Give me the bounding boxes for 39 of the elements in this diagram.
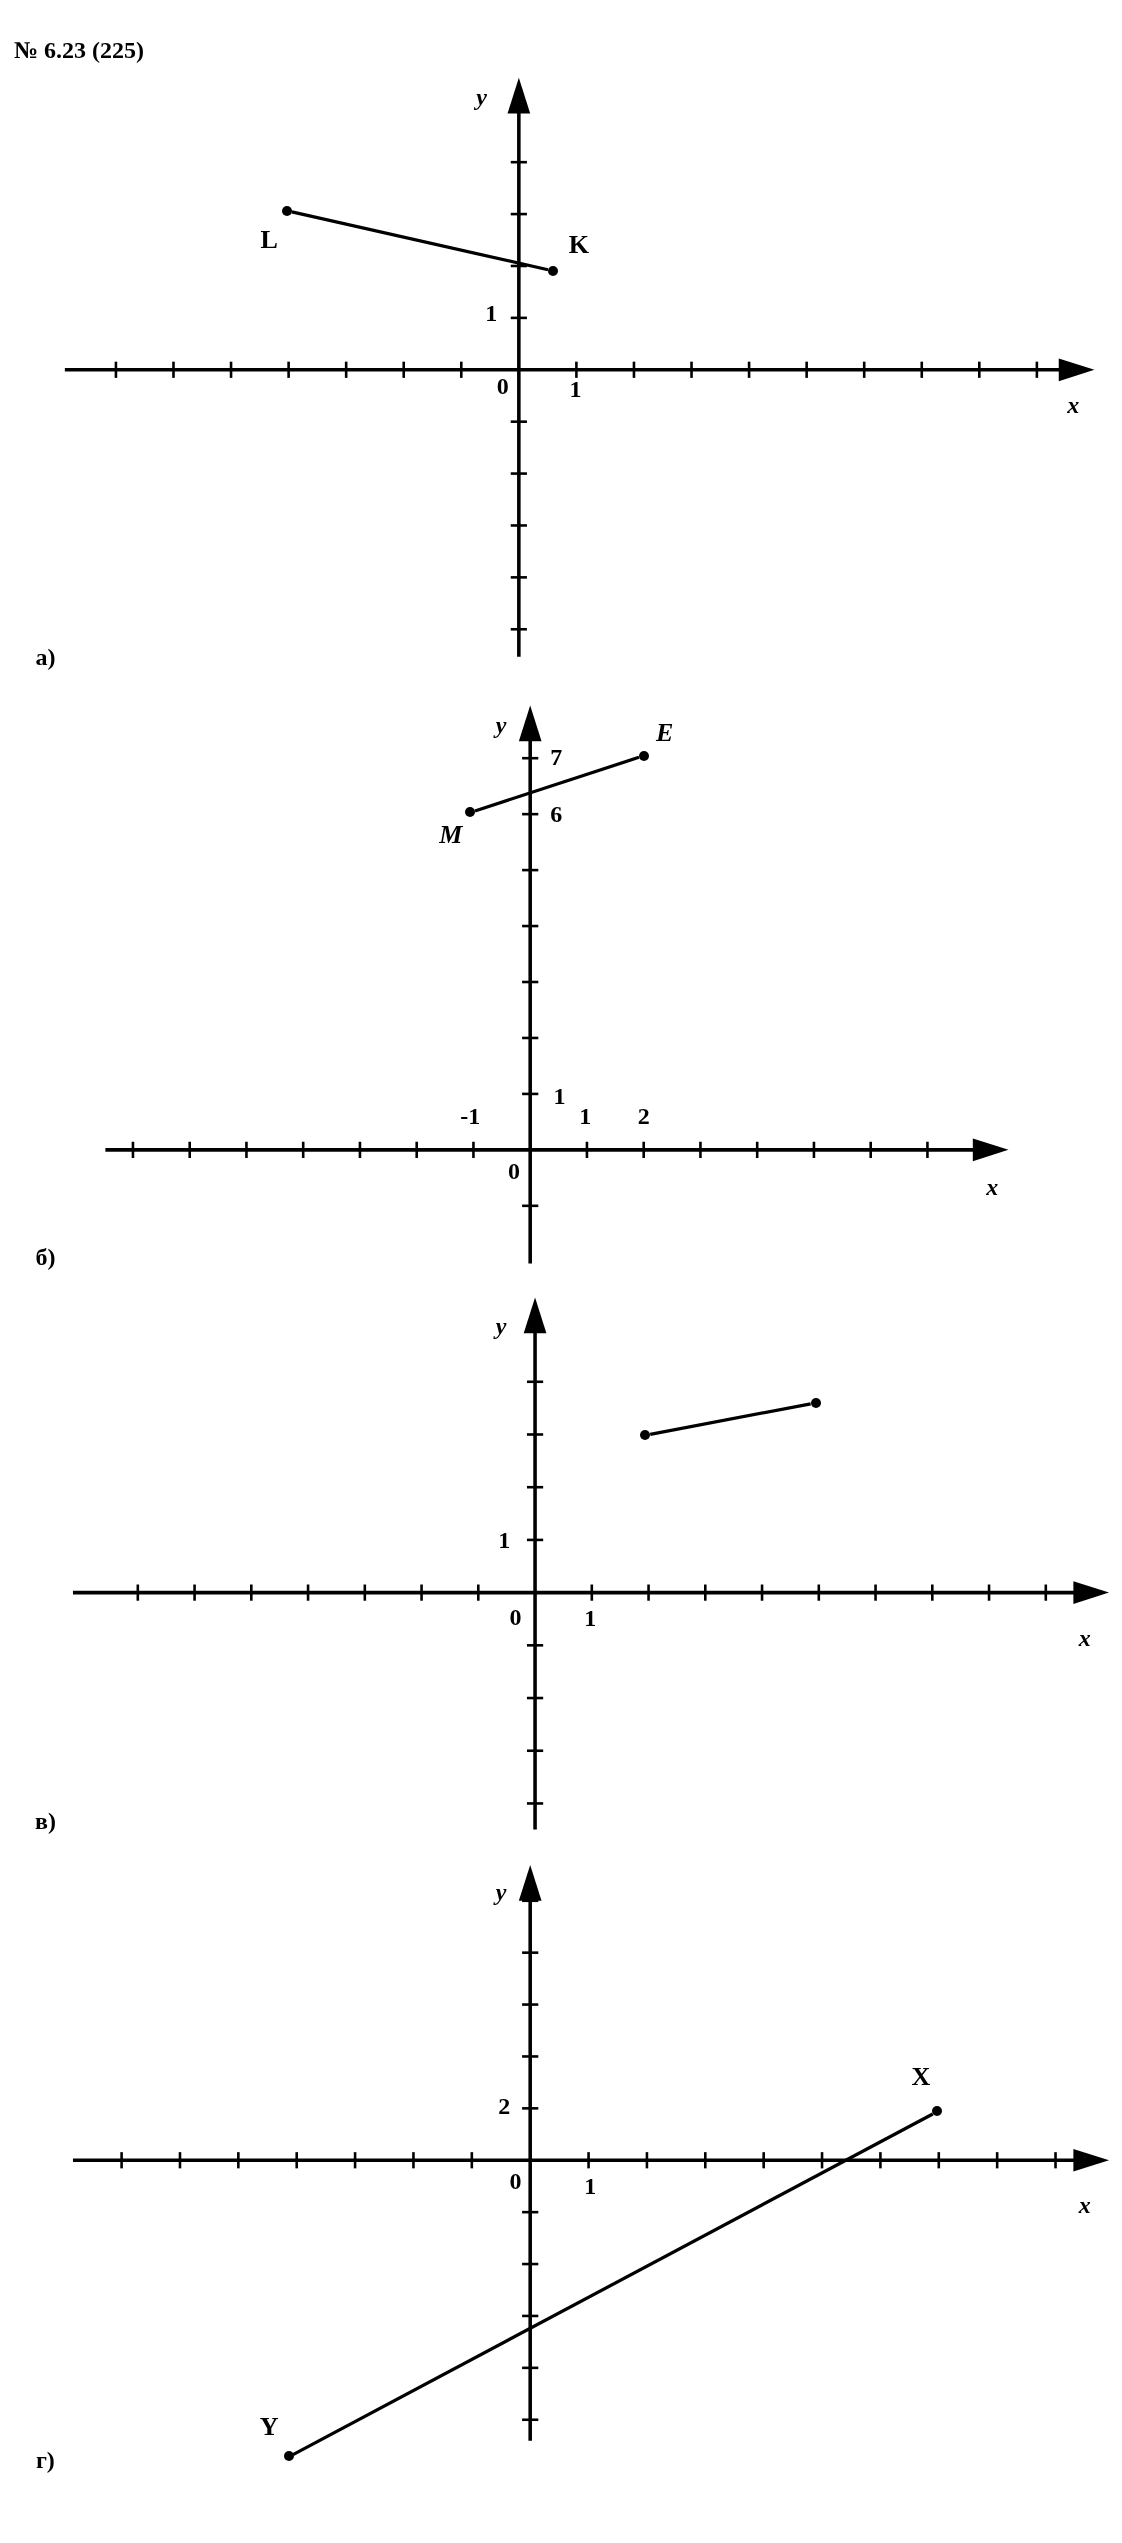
tick-label: -1 <box>460 1103 481 1128</box>
tick-label: 1 <box>498 1528 511 1553</box>
title: № 6.23 (225) <box>14 38 145 62</box>
tick-label: 0 <box>507 1158 520 1183</box>
axis-label: x <box>986 1174 999 1199</box>
tick-label: 2 <box>498 2094 511 2119</box>
axis-label: y <box>495 1314 507 1339</box>
tick-label: 2 <box>637 1103 650 1128</box>
axis-label: y <box>495 1880 507 1905</box>
point-label: X <box>911 2064 931 2090</box>
line-segment <box>291 210 549 272</box>
point-label: Y <box>259 2414 279 2441</box>
axis-label: y <box>495 712 507 737</box>
panel-label: а) <box>35 644 56 669</box>
tick-label: 0 <box>496 373 509 398</box>
tick-label: 1 <box>584 2173 597 2198</box>
tick-label: 0 <box>509 1604 522 1629</box>
axis-label: x <box>1078 1625 1091 1650</box>
line-segment <box>292 2112 934 2457</box>
tick-label: 1 <box>485 300 498 325</box>
tick-label: 1 <box>553 1084 566 1109</box>
point-label: L <box>260 226 278 253</box>
line-segment <box>649 1402 811 1436</box>
tick-label: 1 <box>584 1606 597 1631</box>
tick-label: 1 <box>579 1103 592 1128</box>
line-segment <box>474 755 640 813</box>
tick-label: 7 <box>550 745 563 770</box>
tick-label: 6 <box>550 801 563 826</box>
tick-label: 0 <box>509 2168 522 2193</box>
point-label: E <box>656 719 674 746</box>
axis-label: x <box>1067 393 1080 418</box>
point-label: M <box>439 822 463 848</box>
axis-label: y <box>476 85 487 110</box>
point-label: K <box>568 231 589 258</box>
axis-label: x <box>1078 2193 1091 2218</box>
tick-label: 1 <box>569 377 582 402</box>
panel-label: б) <box>35 1244 56 1269</box>
panel-label: в) <box>34 1808 56 1833</box>
panel-label: г) <box>35 2447 55 2472</box>
